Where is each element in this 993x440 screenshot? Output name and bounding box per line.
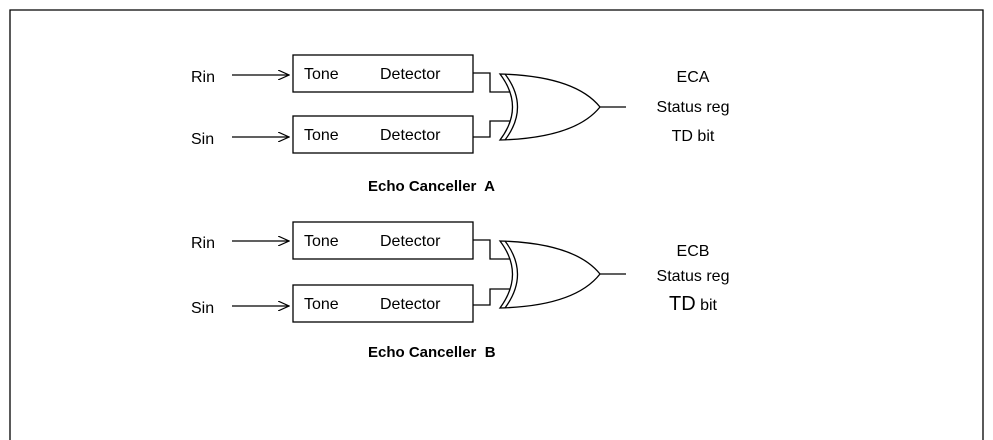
canceller-a-input-sin: Sin [191, 131, 214, 148]
canceller-a-group: Rin Tone Detector Sin Tone Detector ECA … [191, 54, 730, 195]
canceller-a-tone-detector-bottom [292, 115, 474, 154]
canceller-a-detector-bottom-word1: Tone [304, 127, 339, 144]
canceller-b-or-gate [498, 240, 601, 309]
canceller-b-detector-top-word2: Detector [380, 233, 441, 250]
canceller-b-or-gate-inner-arc [504, 240, 518, 309]
figure-border [9, 9, 984, 440]
canceller-b-output-line1: ECB [677, 243, 710, 260]
canceller-b-input-rin: Rin [191, 235, 215, 252]
canceller-b-detector-top-word1: Tone [304, 233, 339, 250]
canceller-b-output-line3-td: TD [669, 293, 696, 315]
canceller-b-wire-top [473, 239, 510, 260]
canceller-b-group: Rin Tone Detector Sin Tone Detector ECB … [191, 221, 730, 361]
canceller-b-wire-bottom [473, 288, 510, 306]
canceller-a-wire-top [473, 72, 510, 93]
canceller-a-output-line1: ECA [677, 69, 710, 86]
canceller-b-tone-detector-bottom [292, 284, 474, 323]
canceller-a-input-rin: Rin [191, 69, 215, 86]
canceller-a-detector-top-word1: Tone [304, 66, 339, 83]
canceller-a-output-line3: TD bit [672, 128, 715, 145]
canceller-b-caption: Echo Canceller B [368, 344, 496, 361]
canceller-a-detector-bottom-word2: Detector [380, 127, 441, 144]
canceller-b-output-line3: TD bit [669, 293, 718, 315]
canceller-a-or-gate-inner-arc [504, 73, 518, 141]
canceller-a-caption: Echo Canceller A [368, 178, 495, 195]
canceller-b-output-line3-bit: bit [696, 297, 718, 314]
canceller-a-or-gate [498, 73, 601, 141]
canceller-a-detector-top-word2: Detector [380, 66, 441, 83]
canceller-a-wire-bottom [473, 120, 510, 138]
canceller-b-input-sin: Sin [191, 300, 214, 317]
canceller-a-output-line2: Status reg [657, 99, 730, 116]
canceller-b-detector-bottom-word1: Tone [304, 296, 339, 313]
canceller-b-output-line2: Status reg [657, 268, 730, 285]
canceller-b-detector-bottom-word2: Detector [380, 296, 441, 313]
